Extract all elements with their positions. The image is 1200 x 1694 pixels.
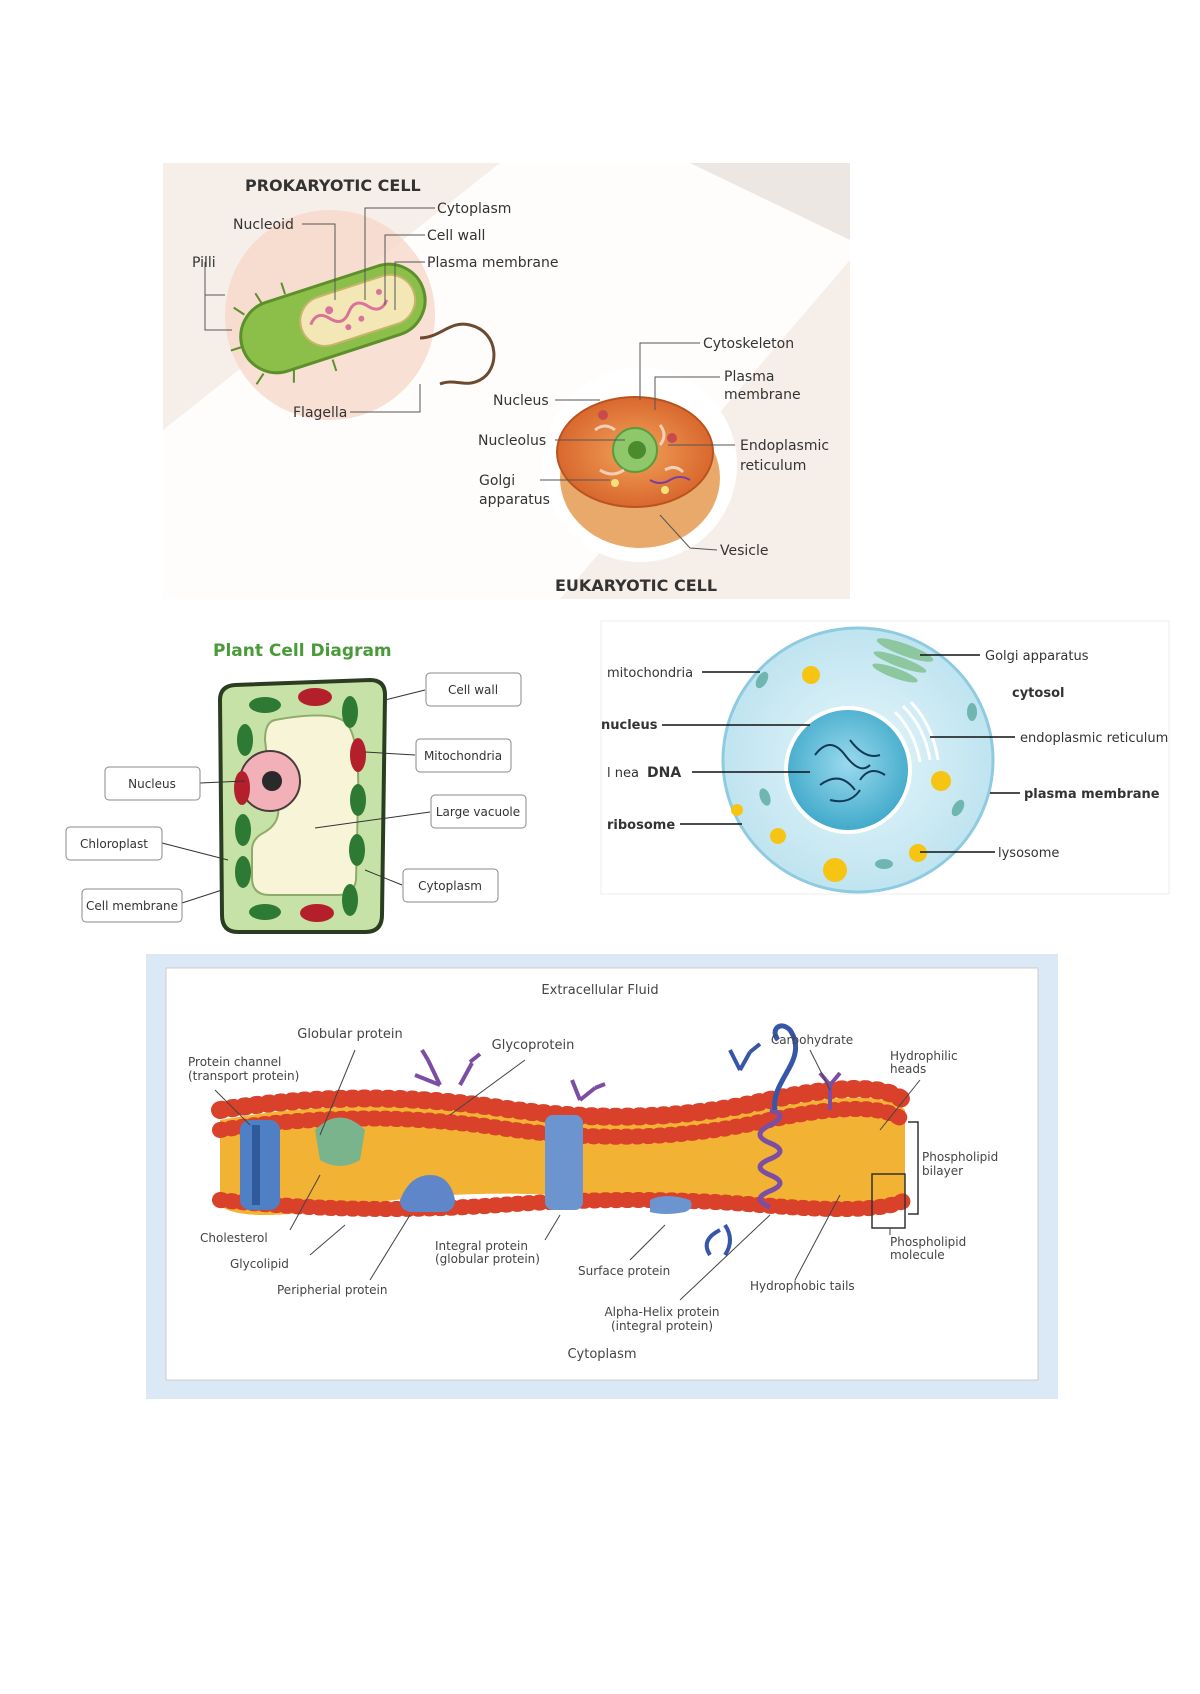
label-plant-cell-membrane: Cell membrane [86, 899, 178, 913]
prokaryote-title: PROKARYOTIC CELL [245, 176, 421, 195]
label-cholesterol: Cholesterol [200, 1231, 268, 1245]
label-animal-golgi: Golgi apparatus [985, 649, 1089, 664]
phospholipid-molecule-box [871, 1173, 906, 1229]
glycoprotein-chain [414, 1048, 482, 1087]
plant-cell-panel: Plant Cell Diagram [65, 641, 527, 934]
membrane-proteins [240, 1023, 842, 1257]
label-golgi-1: Golgi [479, 473, 515, 489]
label-nucleolus: Nucleolus [478, 433, 546, 449]
label-bilayer-1: Phospholipid [922, 1150, 998, 1164]
prokaryote-cell [230, 262, 427, 385]
label-hydrophilic-1: Hydrophilic [890, 1049, 958, 1063]
animal-lysosomes [731, 666, 951, 882]
animal-nucleus [784, 706, 912, 834]
label-plant-cytoplasm: Cytoplasm [418, 879, 482, 893]
label-animal-nucleus: nucleus [601, 718, 658, 733]
label-animal-plasma-membrane: plasma membrane [1024, 787, 1160, 802]
plant-nucleolus [262, 771, 282, 791]
alpha-helix-protein [757, 1107, 783, 1210]
plant-cell-title: Plant Cell Diagram [213, 641, 392, 661]
animal-cell-panel: mitochondria Golgi apparatus cytosol nuc… [600, 620, 1170, 895]
eukaryote-cell [556, 396, 720, 548]
globular-protein [315, 1117, 365, 1166]
label-plasma-1: Plasma [724, 369, 774, 385]
label-plant-mitochondria: Mitochondria [424, 749, 502, 763]
label-plant-chloroplast: Chloroplast [80, 837, 148, 851]
label-alpha-helix-1: Alpha-Helix protein [604, 1305, 719, 1319]
eukaryote-title: EUKARYOTIC CELL [555, 576, 717, 595]
label-pilli: Pilli [192, 255, 216, 271]
label-phospholipid-molecule-1: Phospholipid [890, 1235, 966, 1249]
label-animal-dna: DNA [647, 765, 681, 781]
label-animal-linear-prefix: l nea [607, 766, 639, 781]
plant-label-boxes [65, 672, 527, 923]
animal-leaders [662, 654, 1020, 853]
label-alpha-helix-2: (integral protein) [611, 1319, 713, 1333]
label-plant-nucleus: Nucleus [128, 777, 176, 791]
label-cytoplasm: Cytoplasm [437, 201, 511, 217]
prokaryote-leaders [204, 207, 435, 413]
label-membrane-cytoplasm: Cytoplasm [567, 1347, 636, 1362]
label-integral-protein-2: (globular protein) [435, 1252, 540, 1266]
label-plasma-2: membrane [724, 387, 801, 403]
label-phospholipid-molecule-2: molecule [890, 1248, 945, 1262]
eukaryote-leaders [540, 342, 735, 551]
label-animal-mitochondria: mitochondria [607, 666, 693, 681]
label-golgi-2: apparatus [479, 492, 550, 508]
label-cell-wall: Cell wall [427, 228, 485, 244]
label-glycolipid: Glycolipid [230, 1257, 289, 1271]
label-bilayer-2: bilayer [922, 1164, 963, 1178]
chloroplasts [235, 696, 366, 920]
label-nucleoid: Nucleoid [233, 217, 294, 233]
flagellum [419, 322, 496, 386]
label-plant-vacuole: Large vacuole [436, 805, 520, 819]
membrane-leaders [214, 1049, 921, 1301]
label-plasma-membrane: Plasma membrane [427, 255, 558, 271]
integral-protein [545, 1115, 583, 1210]
label-animal-lysosome: lysosome [998, 846, 1059, 861]
label-vesicle: Vesicle [720, 543, 769, 559]
membrane-panel: Extracellular Fluid Globular protein Gly… [146, 954, 1058, 1399]
label-hydrophilic-2: heads [890, 1062, 926, 1076]
label-er-2: reticulum [740, 458, 806, 474]
label-integral-protein-1: Integral protein [435, 1239, 528, 1253]
label-cytoskeleton: Cytoskeleton [703, 336, 794, 352]
label-glycoprotein: Glycoprotein [492, 1038, 575, 1053]
label-surface-protein: Surface protein [578, 1264, 670, 1278]
bilayer-bracket [908, 1121, 919, 1215]
label-flagella: Flagella [293, 405, 347, 421]
plant-leaders [161, 689, 431, 904]
label-hydrophobic-tails: Hydrophobic tails [750, 1279, 855, 1293]
linear-dna [814, 739, 886, 803]
panel-diagonal-band [163, 163, 850, 599]
label-plant-cell-wall: Cell wall [448, 683, 498, 697]
label-extracellular: Extracellular Fluid [541, 983, 658, 998]
label-er-1: Endoplasmic [740, 438, 829, 454]
animal-er [893, 700, 940, 763]
label-animal-cytosol: cytosol [1012, 686, 1064, 701]
label-animal-ribosome: ribosome [607, 818, 675, 833]
prokaryote-eukaryote-panel: PROKARYOTIC CELL Cytoplasm Nucleoid Cell… [163, 163, 850, 599]
label-carbohydrate: Carbohydrate [771, 1033, 853, 1047]
label-nucleus: Nucleus [493, 393, 549, 409]
surface-protein [650, 1196, 692, 1214]
peripheral-protein [400, 1175, 455, 1212]
animal-mitochondria [755, 671, 977, 869]
panel-corner [690, 163, 850, 240]
label-peripheral-protein: Peripherial protein [277, 1283, 388, 1297]
plant-mitochondria [234, 688, 366, 922]
label-protein-channel-2: (transport protein) [188, 1069, 299, 1083]
animal-golgi [872, 638, 934, 683]
label-globular-protein: Globular protein [297, 1027, 402, 1042]
label-protein-channel-1: Protein channel [188, 1055, 281, 1069]
label-animal-er: endoplasmic reticulum [1020, 731, 1168, 746]
